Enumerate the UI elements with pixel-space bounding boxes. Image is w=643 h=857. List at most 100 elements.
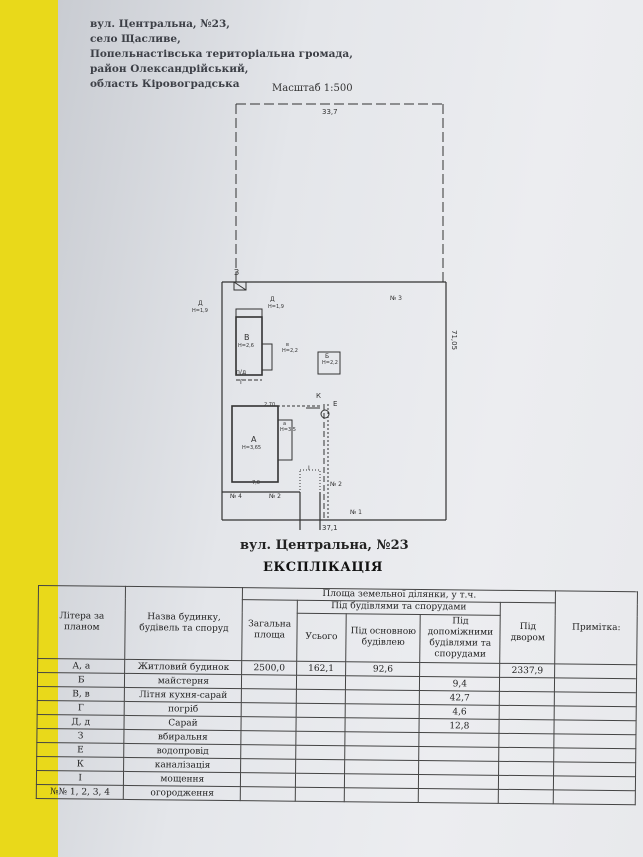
cell-all [295, 745, 346, 760]
building-d [235, 308, 263, 318]
address-line: область Кіровоградська [90, 78, 240, 90]
cell-name: Сарай [124, 715, 242, 731]
cell-all [295, 759, 345, 774]
label-d-left-h: Н=1,9 [192, 308, 208, 314]
dim-bottom: 37,1 [322, 524, 338, 532]
cell-lit: К [36, 756, 125, 772]
cell-aux: 12,8 [419, 718, 500, 734]
building-a-small [277, 419, 293, 461]
cell-yard [498, 761, 555, 776]
cell-note [554, 719, 637, 735]
cell-note [554, 663, 637, 679]
cell-total [240, 786, 296, 802]
cell-total [240, 772, 296, 788]
cell-name: Літня кухня-сарай [124, 687, 242, 703]
cell-name: водопровід [124, 743, 242, 759]
building-z [233, 281, 247, 291]
scale-label: Масштаб 1:500 [272, 83, 353, 94]
label-e: Е [333, 400, 337, 408]
label-z: З [234, 268, 239, 277]
cell-name: погріб [124, 701, 242, 717]
header-aux: Під допоміжними будівлями та спорудами [420, 614, 501, 664]
cell-main [345, 717, 420, 733]
cell-name: Житловий будинок [124, 659, 243, 675]
explication-title: ЕКСПЛІКАЦІЯ [263, 560, 383, 575]
cell-all [295, 773, 345, 788]
cell-aux [418, 760, 499, 776]
cell-lit: Г [37, 700, 125, 716]
cell-note [553, 775, 636, 791]
cell-all [294, 787, 345, 802]
cell-note [554, 677, 637, 693]
label-a: А [251, 435, 257, 444]
label-a-h: Н=3,65 [242, 445, 261, 451]
label-b-h: Н=2,2 [322, 360, 338, 366]
building-v-small [261, 343, 273, 371]
cell-yard [499, 705, 555, 720]
label-a-small: а [283, 421, 286, 427]
cell-main [345, 731, 420, 747]
cell-yard [498, 775, 554, 790]
cell-aux [418, 788, 499, 804]
header-yard: Під двором [499, 602, 556, 664]
cell-total [241, 744, 296, 760]
cell-name: огородження [123, 785, 241, 801]
label-v: В [244, 333, 250, 342]
cell-main [344, 773, 419, 789]
cell-lit: І [36, 770, 124, 786]
label-n2a: № 2 [269, 493, 281, 500]
cell-all [295, 703, 346, 718]
cell-lit: З [36, 728, 125, 744]
header-main: Під основною будівлею [345, 613, 421, 663]
cell-lit: В, в [37, 686, 125, 702]
cell-note [553, 789, 636, 805]
cell-total [241, 674, 297, 690]
cell-yard [499, 691, 555, 706]
explication-table: Літера за планом Назва будинку, будівель… [36, 585, 638, 805]
cell-lit: А, а [37, 658, 126, 674]
label-d-top-h: Н=1,9 [268, 304, 284, 310]
cell-all: 162,1 [296, 661, 346, 676]
cell-aux: 42,7 [419, 690, 500, 706]
cell-lit: Е [36, 742, 125, 758]
cell-aux [419, 662, 500, 678]
cell-yard [499, 733, 555, 748]
label-n3: № 3 [390, 295, 402, 302]
cell-lit: Б [37, 672, 125, 688]
address-line: вул. Центральна, №23, [90, 18, 230, 30]
cell-name: мощення [123, 771, 241, 787]
label-n1: № 1 [350, 509, 362, 516]
cell-aux [419, 746, 500, 762]
header-all: Усього [296, 613, 347, 662]
header-name: Назва будинку, будівель та споруд [125, 586, 243, 661]
address-line: район Олександрійський, [90, 63, 249, 75]
cell-total [241, 716, 296, 732]
cell-yard: 2337,9 [499, 663, 556, 678]
paving [299, 469, 321, 521]
label-i: І [308, 465, 310, 472]
label-g: Г [240, 379, 244, 386]
cell-yard [499, 677, 555, 692]
cell-aux: 4,6 [419, 704, 500, 720]
cell-note [554, 705, 637, 721]
cell-name: майстерня [124, 673, 243, 689]
cell-total [241, 730, 296, 746]
cell-main [345, 689, 420, 705]
header-note: Примітка: [555, 590, 638, 665]
cell-aux: 9,4 [419, 676, 500, 692]
well-symbol [320, 409, 330, 419]
cell-yard [498, 789, 554, 804]
address-block: вул. Центральна, №23, село Щасливе, Попе… [90, 17, 353, 92]
cell-name: вбиральня [124, 729, 242, 745]
building-b [317, 351, 341, 375]
dim-a-width: 7,0 [252, 480, 260, 486]
cell-total [241, 702, 296, 718]
label-v-h: Н=2,6 [238, 343, 254, 349]
cell-main [344, 787, 419, 803]
label-n2b: № 2 [330, 481, 342, 488]
label-b: Б [325, 353, 329, 360]
label-v-small: в [286, 342, 289, 348]
label-a-small-h: Н=3,5 [280, 427, 296, 433]
dim-right: 71,05 [450, 330, 458, 350]
cell-note [554, 691, 637, 707]
